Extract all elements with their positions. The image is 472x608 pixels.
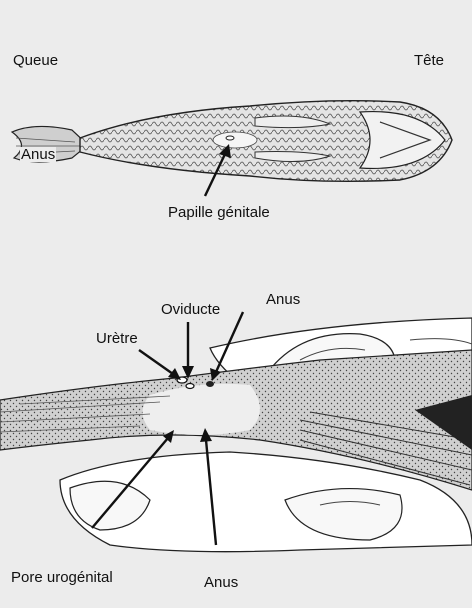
label-head: Tête bbox=[414, 53, 444, 68]
label-genital-papilla: Papille génitale bbox=[168, 205, 270, 220]
arrow-urethra bbox=[139, 350, 181, 380]
label-anus-lower: Anus bbox=[204, 575, 238, 590]
label-tail: Queue bbox=[13, 53, 58, 68]
top-genital-papilla-mark bbox=[226, 136, 234, 140]
label-urogenital-pore: Pore urogénital bbox=[11, 570, 113, 585]
label-oviduct: Oviducte bbox=[161, 302, 220, 317]
label-anus-upper: Anus bbox=[266, 292, 300, 307]
anus-opening bbox=[206, 381, 214, 387]
top-fish-illustration bbox=[12, 101, 452, 182]
label-urethra: Urètre bbox=[96, 331, 138, 346]
arrow-oviduct bbox=[182, 322, 194, 379]
oviduct-opening bbox=[186, 384, 194, 389]
label-anus-top: Anus bbox=[20, 147, 56, 162]
bottom-closeup-illustration bbox=[0, 318, 472, 552]
